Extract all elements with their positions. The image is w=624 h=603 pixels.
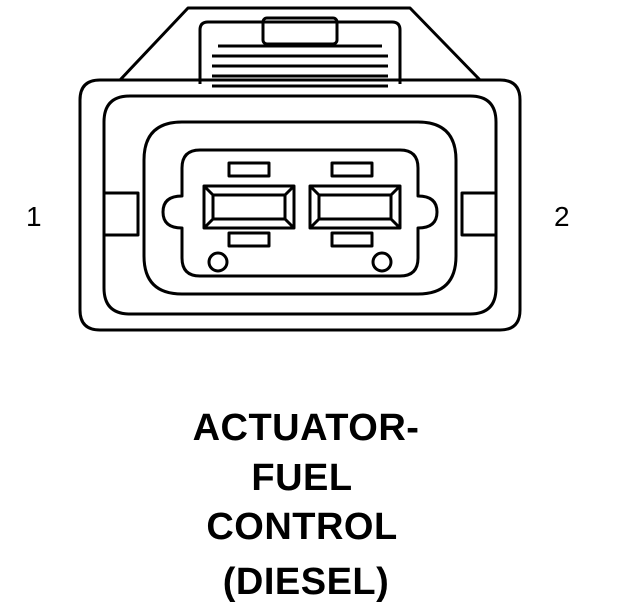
caption-line-1: ACTUATOR- — [192, 407, 420, 449]
connector-inner-body — [102, 94, 498, 316]
terminal-cavity — [161, 148, 439, 278]
terminal-pin-2 — [308, 161, 402, 248]
caption-line-4: (DIESEL) — [222, 561, 390, 603]
pin-label-2: 2 — [554, 201, 570, 232]
left-lock-tab — [102, 191, 140, 237]
keying-dot-right — [371, 251, 393, 273]
right-lock-tab — [460, 191, 498, 237]
connector-face — [142, 120, 458, 296]
keying-dot-left — [207, 251, 229, 273]
connector-outer-body — [78, 78, 522, 332]
caption-line-2: FUEL — [251, 457, 353, 499]
pin-label-1: 1 — [26, 201, 42, 232]
connector-latch — [118, 6, 482, 88]
caption-line-3: CONTROL — [206, 506, 398, 548]
terminal-pin-1 — [202, 161, 296, 248]
